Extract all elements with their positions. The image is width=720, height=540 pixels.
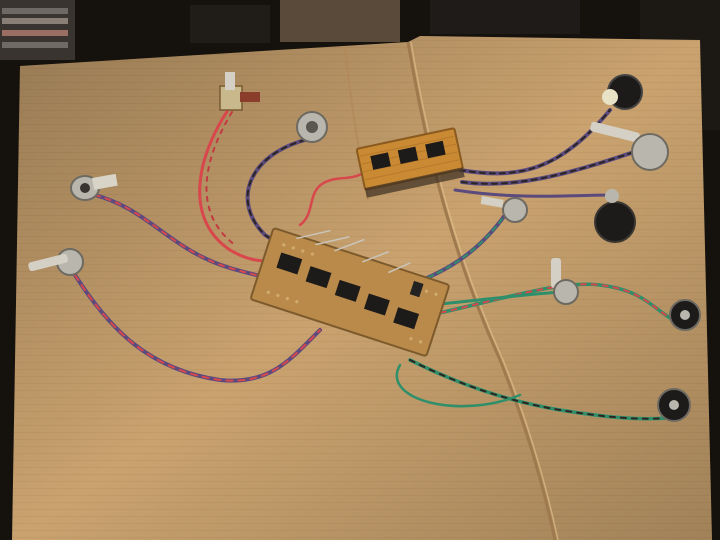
stripboard-module <box>355 127 465 198</box>
wiring <box>73 108 672 421</box>
ic-chip <box>334 279 361 302</box>
vertical-shaft-potentiometer <box>551 258 579 305</box>
ic-chip <box>363 293 390 316</box>
ic-chip <box>370 152 391 170</box>
ic-chip <box>393 307 420 330</box>
center-right-potentiometer <box>480 196 528 223</box>
left-jack <box>70 173 118 201</box>
right-shaft-potentiometer <box>590 121 669 171</box>
ic-chip <box>397 146 419 165</box>
top-center-potentiometer <box>296 111 328 143</box>
left-potentiometer <box>28 248 84 276</box>
right-mid-jack <box>669 299 701 331</box>
right-knob-potentiometer <box>602 74 643 110</box>
right-black-knob <box>594 189 636 243</box>
ic-chip <box>425 140 446 159</box>
main-perfboard <box>250 227 450 357</box>
ic-chip <box>305 266 332 289</box>
top-left-potentiometer <box>219 72 260 111</box>
right-lower-jack <box>657 388 691 422</box>
ic-chip <box>276 252 303 275</box>
